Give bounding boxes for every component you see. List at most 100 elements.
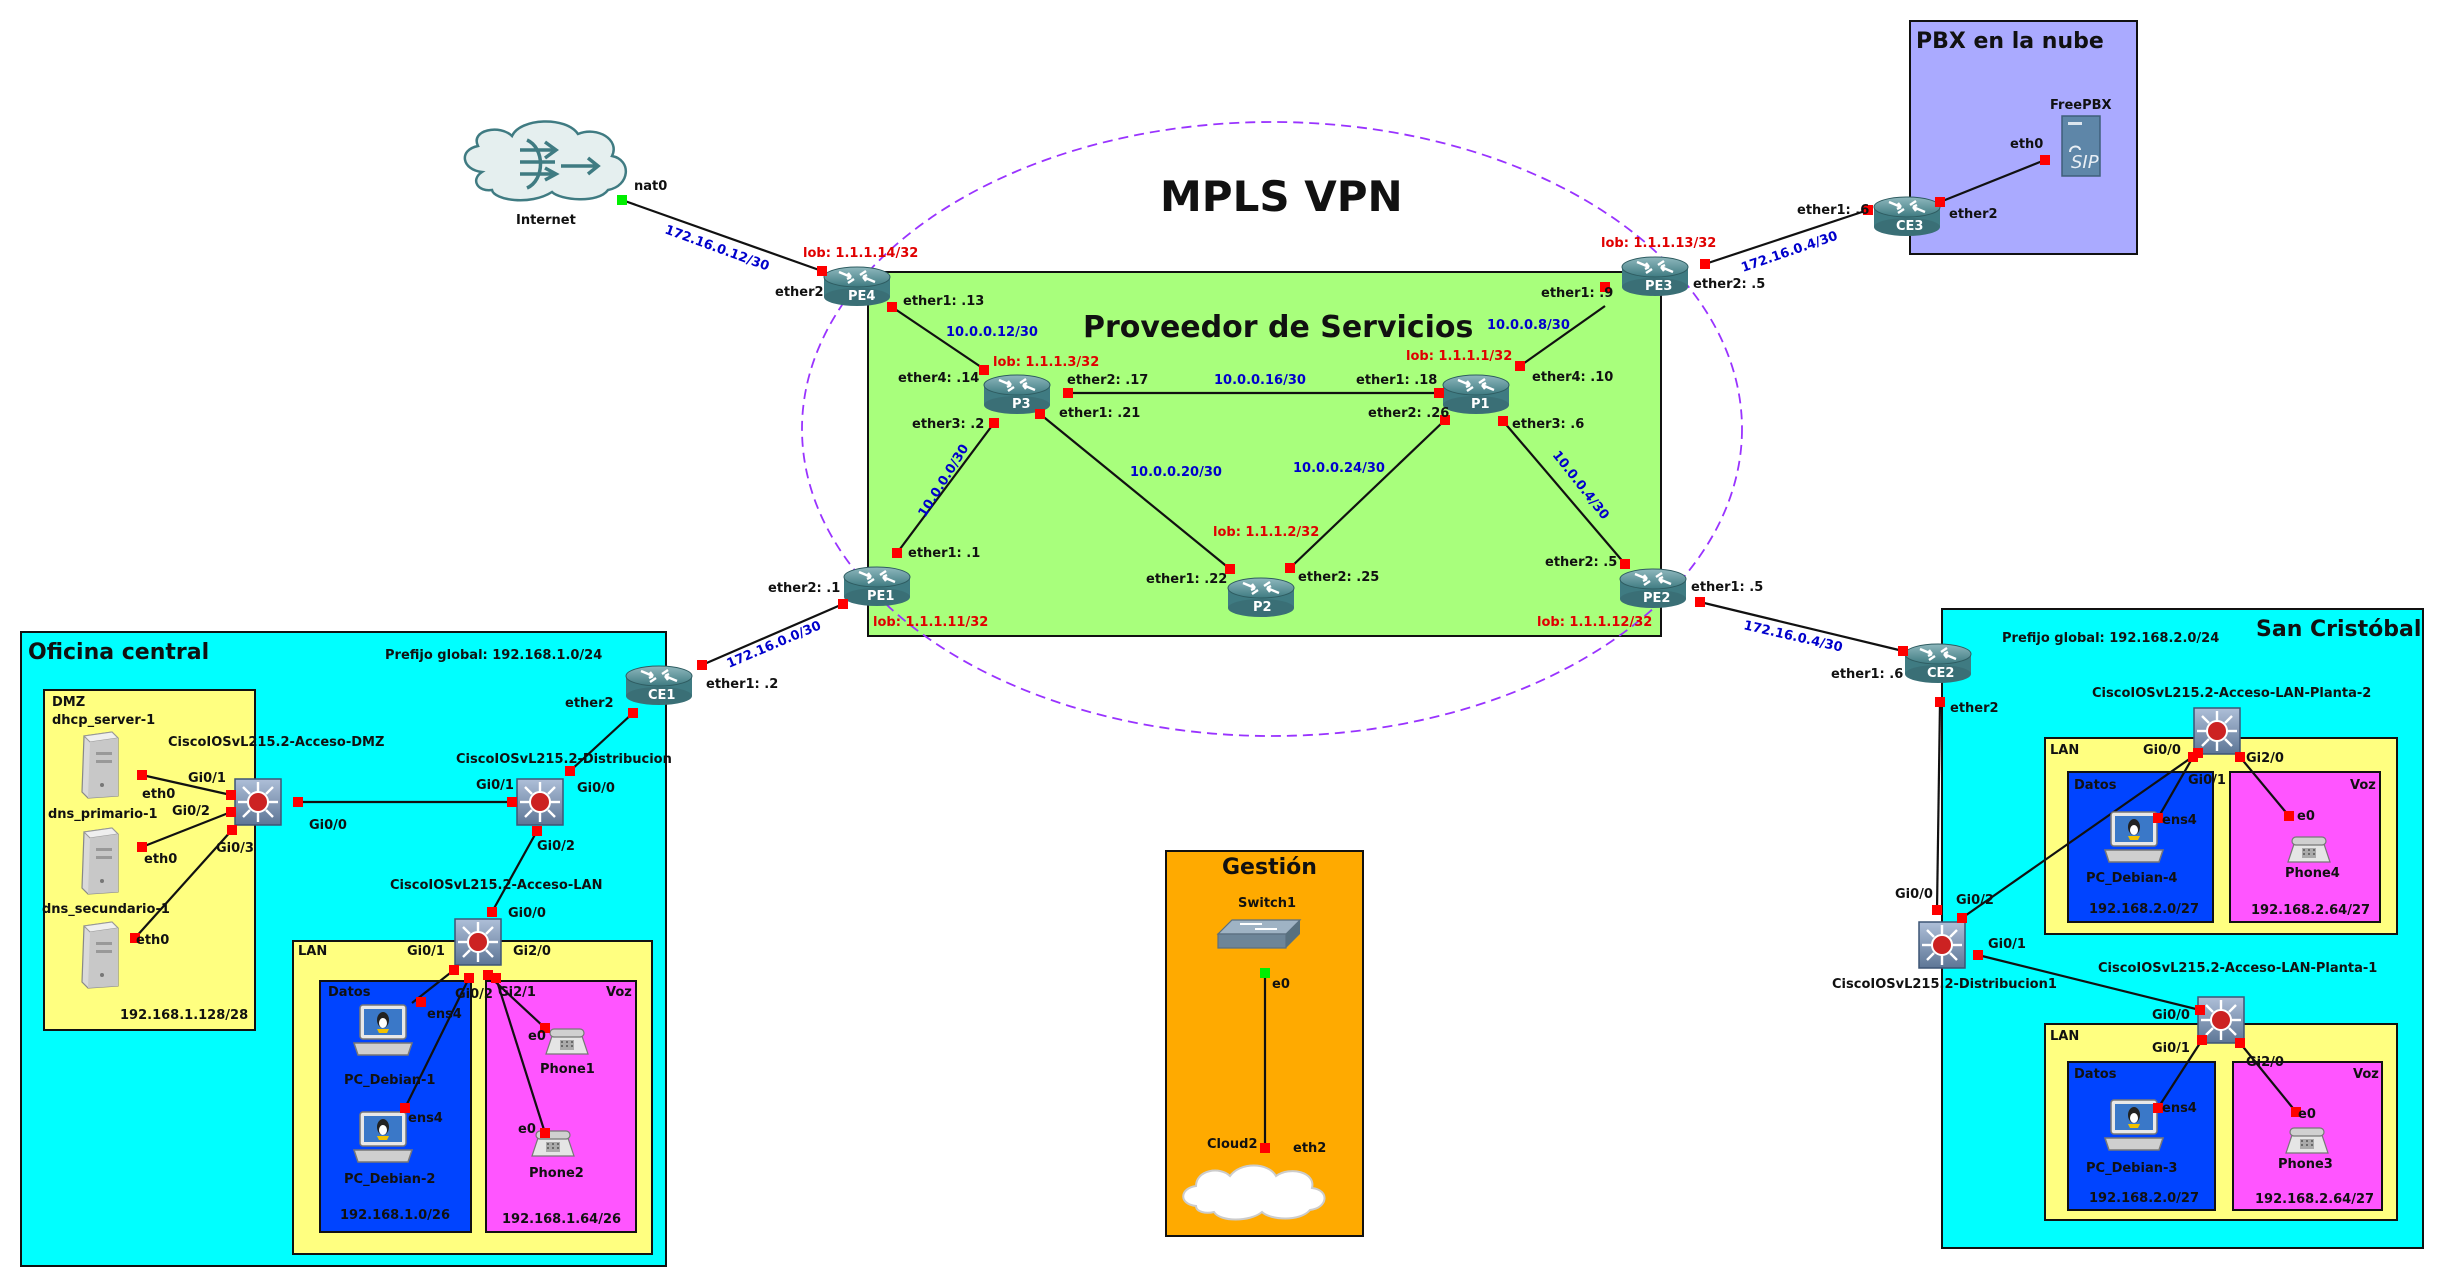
ce3-label: CE3 [1896, 219, 1923, 234]
phone-4[interactable] [2287, 836, 2331, 863]
phone-3[interactable] [2285, 1127, 2329, 1154]
switch-acceso-lan[interactable] [453, 917, 503, 967]
pc-debian-1[interactable] [353, 1004, 413, 1056]
datos3-label: Datos [2074, 1067, 2117, 1082]
sc-planta2-switch-label: CiscoIOSvL215.2-Acceso-LAN-Planta-2 [2092, 686, 2371, 701]
link-p3-pe1[interactable] [896, 422, 995, 554]
link-pe3-ce3[interactable] [1704, 208, 1869, 266]
mpls-vpn-ellipse [801, 121, 1743, 737]
phone4-label: Phone4 [2285, 866, 2340, 881]
link-ce3-freepbx[interactable] [1939, 158, 2046, 204]
link-internet-pe4[interactable] [621, 198, 823, 273]
switch-distribucion[interactable] [515, 777, 565, 827]
switch-acceso-dmz[interactable] [233, 777, 283, 827]
port-dmz-g01: Gi0/1 [188, 771, 226, 786]
port-p1sw-g00: Gi0/0 [2152, 1008, 2190, 1023]
server-dns-secundario[interactable] [81, 921, 119, 989]
phone-1[interactable] [545, 1028, 589, 1055]
server-dhcp[interactable] [81, 731, 119, 799]
p3-loopback: lob: 1.1.1.3/32 [993, 355, 1099, 370]
phone1-label: Phone1 [540, 1062, 595, 1077]
port-pe4-e1: ether1: .13 [903, 294, 984, 309]
provider-title: Proveedor de Servicios [1083, 310, 1473, 345]
sc-planta1-switch-label: CiscoIOSvL215.2-Acceso-LAN-Planta-1 [2098, 961, 2377, 976]
port-sw1-e0: e0 [1272, 977, 1290, 992]
link-planta2-pc4[interactable] [2157, 756, 2194, 819]
oficina-prefix: Prefijo global: 192.168.1.0/24 [385, 648, 602, 663]
link-dmz-dhcp[interactable] [141, 773, 232, 797]
link-planta1-pc3[interactable] [2157, 1039, 2203, 1109]
link-dmz-dns2[interactable] [134, 829, 233, 939]
port-ce2-e2: ether2 [1950, 701, 1999, 716]
pe2-loopback: lob: 1.1.1.12/32 [1537, 615, 1652, 630]
freepbx-server[interactable]: SIP [2061, 115, 2101, 177]
port-dist-g02: Gi0/2 [537, 839, 575, 854]
port-lan-g20: Gi2/0 [513, 944, 551, 959]
link-planta2-ph4[interactable] [2239, 756, 2290, 817]
link-dist-lan[interactable] [491, 830, 538, 913]
cloud2-device[interactable] [1182, 1164, 1326, 1221]
pc-debian-2[interactable] [353, 1111, 413, 1163]
server-dns-primario[interactable] [81, 827, 119, 895]
pc3-label: PC_Debian-3 [2086, 1161, 2177, 1176]
port-lan-g00: Gi0/0 [508, 906, 546, 921]
dmz-label: DMZ [52, 695, 85, 710]
p2-label: P2 [1253, 600, 1272, 615]
internet-cloud[interactable] [463, 120, 628, 202]
pc2-label: PC_Debian-2 [344, 1172, 435, 1187]
link-pe4-p3[interactable] [891, 306, 985, 370]
port-ce3-e1: ether1: .6 [1797, 203, 1869, 218]
link-pe2-ce2[interactable] [1699, 600, 1904, 653]
port-pe1-e2: ether2: .1 [768, 581, 840, 596]
switch-sc-planta-2[interactable] [2192, 706, 2242, 756]
link-pe3-p1[interactable] [1519, 305, 1606, 367]
link-scdist-planta1[interactable] [1977, 953, 2201, 1012]
link-dmz-dns1[interactable] [141, 810, 232, 849]
port-dmz-g03: Gi0/3 [216, 841, 254, 856]
freepbx-label: FreePBX [2050, 98, 2112, 113]
link-planta1-ph3[interactable] [2239, 1042, 2297, 1113]
link-p2-p1[interactable] [1289, 419, 1446, 569]
link-p1-pe2[interactable] [1502, 420, 1626, 565]
port-p2sw-g00: Gi0/0 [2143, 743, 2181, 758]
p1-label: P1 [1471, 397, 1490, 412]
port-dns2-eth0: eth0 [136, 933, 169, 948]
pe4-loopback: lob: 1.1.1.14/32 [803, 246, 918, 261]
pc4-label: PC_Debian-4 [2086, 871, 2177, 886]
device-labels: Internet PE4 PE3 P3 P1 PE1 PE2 P2 CE3 CE… [42, 98, 2377, 1187]
oficina-central-area [20, 631, 667, 1267]
phone-2[interactable] [531, 1130, 575, 1157]
internet-label: Internet [516, 213, 576, 228]
port-pc3-ens4: ens4 [2162, 1101, 2197, 1116]
voz3-label: Voz [2353, 1067, 2379, 1082]
datos1-label: Datos [328, 985, 371, 1000]
link-pe1-ce1[interactable] [701, 602, 844, 667]
pe3-loopback: lob: 1.1.1.13/32 [1601, 236, 1716, 251]
voz2-label: Voz [2350, 778, 2376, 793]
mpls-vpn-title: MPLS VPN [1160, 172, 1403, 221]
port-pe2-e1: ether1: .5 [1691, 580, 1763, 595]
link-scdist-planta2[interactable] [1961, 752, 2199, 919]
datos2-label: Datos [2074, 778, 2117, 793]
san-cristobal-area [1941, 608, 2424, 1249]
switch1-device[interactable] [1216, 919, 1302, 949]
dhcp-label: dhcp_server-1 [52, 713, 155, 728]
port-p1-e4: ether4: .10 [1532, 370, 1613, 385]
link-lan-ph2[interactable] [494, 977, 547, 1134]
link-ce1-dist[interactable] [569, 712, 634, 772]
provider-box [867, 271, 1662, 637]
link-p3-p2[interactable] [1039, 413, 1231, 570]
port-scd-g01: Gi0/1 [1988, 937, 2026, 952]
switch-sc-distribucion1[interactable] [1917, 920, 1967, 970]
link-ce2-scdist[interactable] [1935, 701, 1942, 911]
switch1-label: Switch1 [1238, 896, 1296, 911]
link-lan-pc2[interactable] [404, 977, 470, 1109]
port-p2-e2: ether2: .25 [1298, 570, 1379, 585]
port-p1-e3: ether3: .6 [1512, 417, 1584, 432]
phone3-label: Phone3 [2278, 1157, 2333, 1172]
cloud2-label: Cloud2 [1207, 1137, 1258, 1152]
ce2-label: CE2 [1927, 666, 1954, 681]
port-dhcp-eth0: eth0 [142, 787, 175, 802]
port-pc4-ens4: ens4 [2162, 813, 2197, 828]
